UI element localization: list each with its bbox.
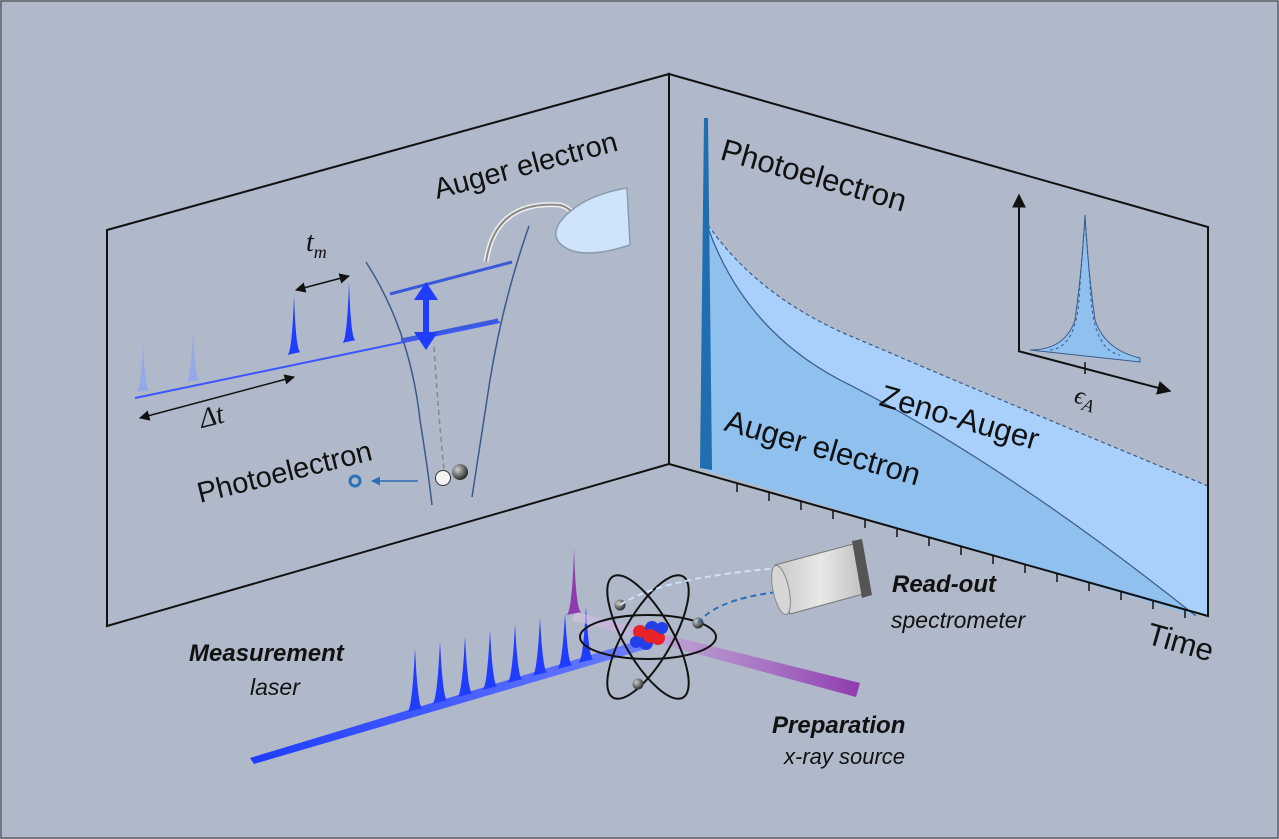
prep-sub: x-ray source (783, 744, 905, 769)
tm-label: tm (306, 227, 327, 262)
upper-energy-level (389, 260, 513, 296)
orbit-horizontal (579, 614, 717, 660)
potential-well-right (471, 225, 530, 498)
tm-arrow (294, 273, 351, 293)
laser-pulses (407, 606, 594, 712)
electron-ball (452, 464, 468, 480)
inset-x-axis (1017, 350, 1172, 395)
vacancy-circle (435, 470, 451, 486)
inset-spectrum: ϵA (1012, 193, 1172, 417)
orbit-diagonal-a (606, 574, 690, 700)
faded-pulse (136, 342, 150, 392)
photoelectron-spike (700, 118, 712, 470)
zeno-auger-area (708, 225, 1208, 616)
spectrometer-cap (852, 539, 872, 598)
inset-broad-peak (1029, 214, 1141, 363)
spectrometer-aperture (771, 564, 791, 616)
time-axis-ticks (736, 484, 1186, 618)
dt-arrow (138, 374, 296, 421)
auger-curve (707, 227, 1197, 617)
orbit-electron (632, 678, 644, 690)
spectrometer (771, 539, 872, 616)
measurement-title: Measurement (189, 640, 345, 667)
auger-electron-area (708, 228, 1196, 616)
measurement-sub: laser (250, 674, 301, 700)
auger-emission-blob (555, 187, 631, 254)
right-photoelectron-label: Photoelectron (717, 132, 911, 218)
measurement-pulse (342, 282, 356, 343)
floor-setup: Read-out spectrometer Measurement laser … (189, 539, 1027, 769)
faded-pulse (186, 329, 200, 382)
nucleus (630, 621, 668, 650)
trajectory-light (619, 567, 781, 606)
inset-x-label: ϵA (1071, 382, 1100, 417)
transition-arrow-up (414, 282, 438, 300)
readout-sub: spectrometer (891, 607, 1027, 633)
dashed-descent (433, 346, 445, 471)
potential-well-left (365, 261, 433, 506)
photoelectron-particle (348, 474, 362, 488)
right-panel-frame (668, 72, 1209, 618)
left-panel: tm Δt Photoelectron Auger electron (106, 72, 670, 628)
xray-pulse (566, 548, 582, 615)
time-label: Time (1143, 616, 1218, 668)
orbit-diagonal-b (606, 574, 690, 700)
measurement-pulse (287, 295, 301, 355)
readout-title: Read-out (892, 571, 997, 598)
inset-narrow-peak (1049, 219, 1121, 356)
prep-title: Preparation (772, 712, 905, 739)
transition-arrow-down (414, 332, 438, 350)
